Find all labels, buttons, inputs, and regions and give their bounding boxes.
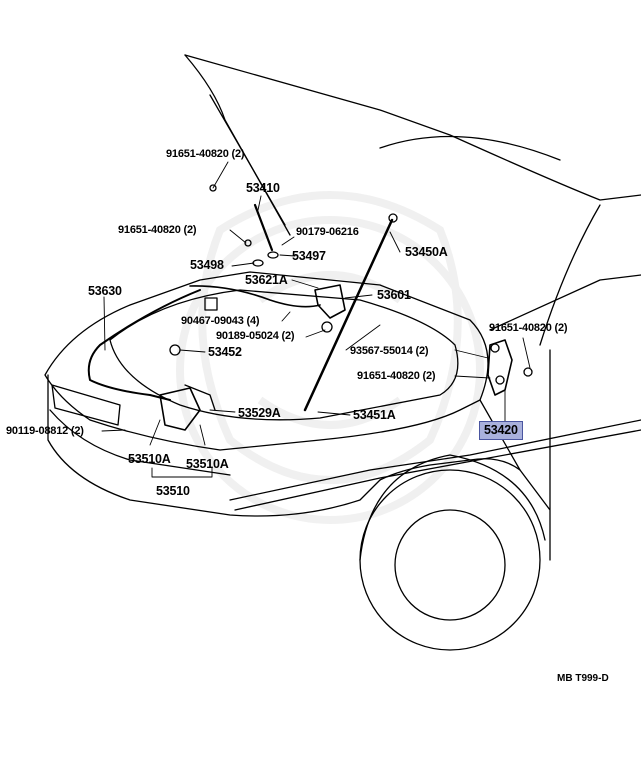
hinge-bolt-c — [523, 367, 533, 377]
label-support-rod[interactable]: 53410 — [246, 181, 280, 195]
watermark-seal — [176, 191, 484, 524]
side-trim-2 — [234, 429, 641, 511]
label-bolt-top-2[interactable]: 91651-40820 (2) — [118, 224, 197, 236]
hood-inner-line — [379, 135, 561, 161]
label-cable-53630[interactable]: 53630 — [88, 284, 122, 298]
hood-lock-assembly — [159, 387, 201, 431]
bolt-top-a — [209, 184, 217, 192]
diagram-reference-code: MB T999-D — [557, 673, 609, 684]
release-cable — [87, 289, 201, 401]
label-assy-53510[interactable]: 53510 — [156, 484, 190, 498]
cushion-53498-shape — [252, 259, 264, 267]
hinge-bolt-a — [490, 343, 500, 353]
label-stay-53450a[interactable]: 53450A — [405, 245, 448, 259]
hood-lock-upper — [314, 284, 346, 319]
label-screw-90119[interactable]: 90119-08812 (2) — [6, 425, 84, 437]
label-sub-53510a-right[interactable]: 53510A — [186, 457, 229, 471]
hood-left-line — [209, 94, 286, 226]
label-lock-53601[interactable]: 53601 — [377, 288, 411, 302]
label-grommet[interactable]: 90179-06216 — [296, 226, 359, 238]
side-trim — [229, 419, 641, 501]
label-bumper-53452[interactable]: 53452 — [208, 345, 242, 359]
label-bolt-hinge-lower[interactable]: 91651-40820 (2) — [357, 370, 436, 382]
hood-top-edge — [184, 54, 291, 236]
front-bumper — [47, 374, 381, 517]
front-fender — [379, 458, 521, 481]
body-right-side — [479, 274, 641, 561]
clip-90467-shape — [204, 297, 218, 311]
label-bolt-top-1[interactable]: 91651-40820 (2) — [166, 148, 245, 160]
headlight — [51, 384, 121, 426]
release-cable-2 — [189, 285, 321, 308]
label-bolt-93567[interactable]: 93567-55014 (2) — [350, 345, 429, 357]
wheel-arch — [359, 454, 546, 561]
label-cushion-53498[interactable]: 53498 — [190, 258, 224, 272]
label-cushion-53497[interactable]: 53497 — [292, 249, 326, 263]
label-hinge-53420-highlighted[interactable]: 53420 — [479, 421, 523, 440]
label-bolt-hinge-upper[interactable]: 91651-40820 (2) — [489, 322, 568, 334]
support-rod-53410 — [253, 203, 274, 252]
hinge-bolt-b — [495, 375, 505, 385]
stay-top-grommet — [388, 213, 398, 223]
lock-striker — [321, 321, 333, 333]
cushion-53497-shape — [267, 251, 279, 259]
hood-stay-rod — [303, 218, 394, 412]
label-lock-53529a[interactable]: 53529A — [238, 406, 281, 420]
front-wheel — [359, 469, 541, 651]
label-sub-53510a-left[interactable]: 53510A — [128, 452, 171, 466]
label-hinge-53621a[interactable]: 53621A — [245, 273, 288, 287]
lock-bracket — [184, 384, 216, 411]
hood-right-edge — [539, 204, 601, 346]
hood-panel — [184, 54, 641, 201]
label-stay-53451a[interactable]: 53451A — [353, 408, 396, 422]
bolt-top-b — [244, 239, 252, 247]
bumper-lower — [49, 409, 231, 476]
car-body-outline — [44, 271, 489, 451]
label-clip-90467[interactable]: 90467-09043 (4) — [181, 315, 260, 327]
wheel-rim — [394, 509, 506, 621]
label-clip-90189[interactable]: 90189-05024 (2) — [216, 330, 295, 342]
